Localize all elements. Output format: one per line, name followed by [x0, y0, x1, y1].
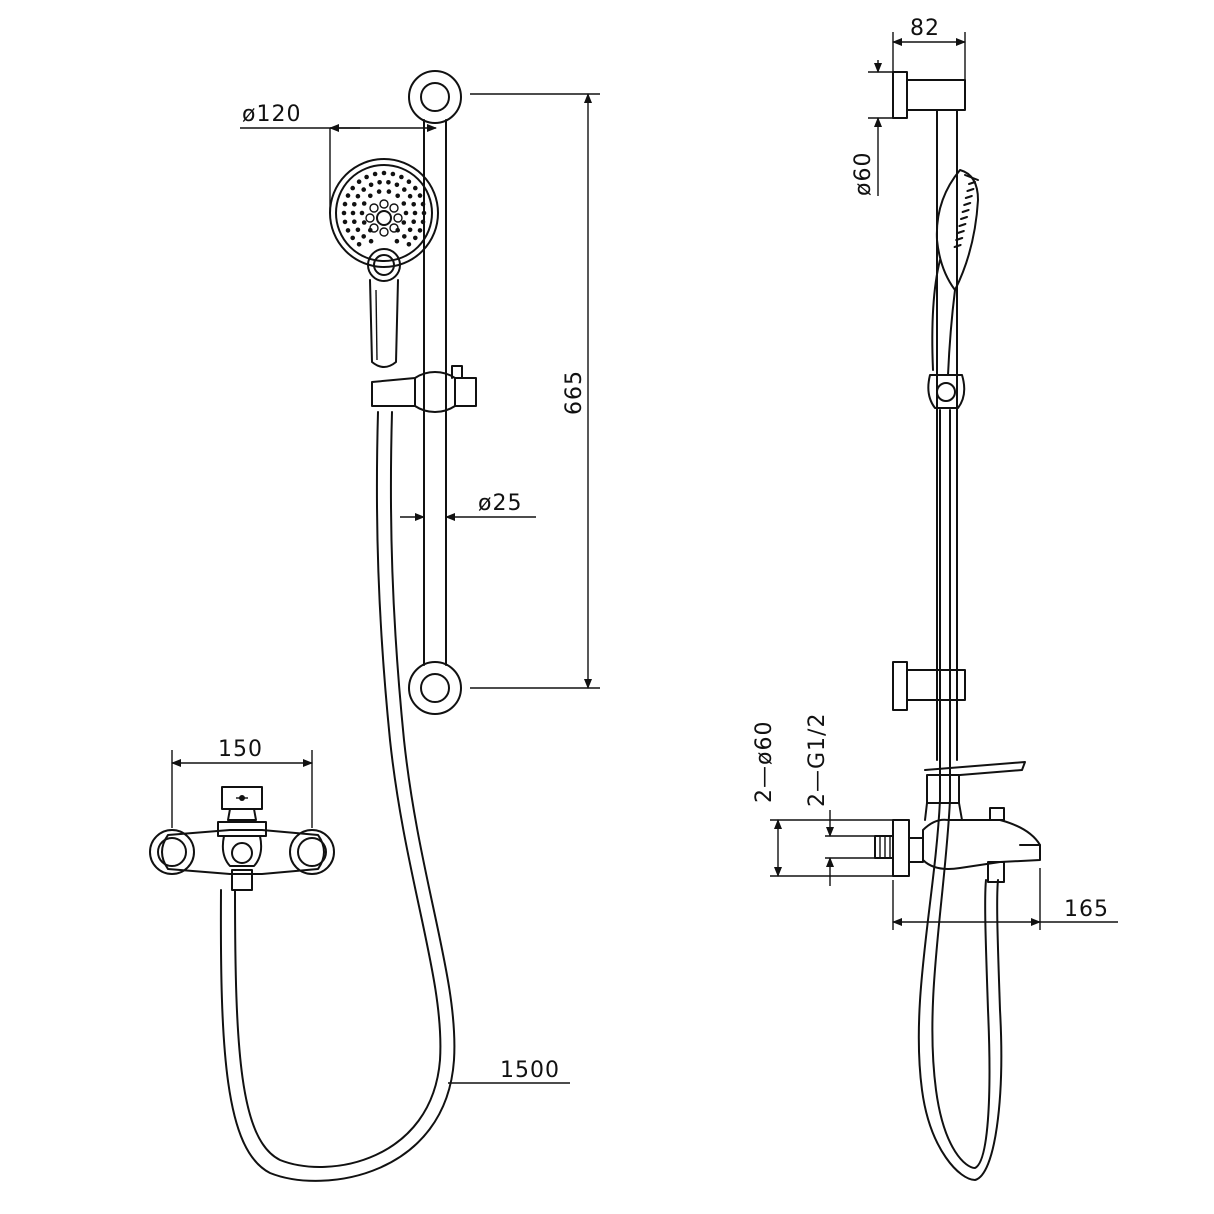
nozzle-dot: [350, 210, 356, 216]
slide-rail: [408, 70, 462, 715]
side-nozzle-mark: [958, 223, 967, 227]
rail-diameter-label: ø25: [478, 491, 522, 516]
hose-length-label: 1500: [500, 1058, 560, 1083]
nozzle-dot: [413, 185, 418, 191]
shower-holder: [371, 365, 477, 413]
side-nozzle-mark: [961, 209, 970, 213]
nozzle-dot: [411, 202, 417, 207]
bath-mixer-side: [874, 761, 1041, 883]
front-view: ø120 665 ø25 150 1500: [149, 70, 600, 1182]
nozzle-dot: [390, 171, 396, 177]
shower-handle: [369, 279, 399, 368]
nozzle-dot: [417, 228, 423, 233]
nozzle-dot: [361, 220, 367, 225]
side-nozzle-mark: [964, 195, 973, 199]
nozzle-dot: [381, 170, 387, 176]
nozzle-dot: [394, 238, 400, 244]
nozzle-dot: [372, 171, 378, 177]
front-dimensions: [171, 93, 600, 1084]
nozzle-dot: [377, 180, 382, 185]
side-nozzle-mark: [953, 244, 962, 248]
side-nozzle-row: [953, 181, 976, 248]
nozzle-dot: [376, 189, 382, 194]
nozzle-dot: [345, 228, 351, 233]
nozzle-dot: [420, 219, 426, 225]
side-nozzle-mark: [968, 181, 976, 185]
side-nozzle-mark: [966, 188, 975, 192]
nozzle-dot: [420, 201, 426, 207]
nozzle-dot: [412, 210, 418, 216]
nozzle-dot: [407, 193, 413, 199]
nozzle-dot: [359, 210, 365, 216]
nozzle-dot: [407, 227, 413, 233]
nozzle-dot: [417, 193, 423, 198]
nozzle-dot: [368, 182, 374, 188]
side-projection-label: 82: [910, 16, 940, 41]
nozzle-dot: [352, 202, 357, 207]
nozzle-dot: [341, 210, 347, 216]
bath-mixer-front: [149, 786, 335, 891]
side-shower-head: [927, 169, 979, 409]
side-nozzle-mark: [955, 237, 964, 241]
side-rail: [892, 71, 966, 761]
nozzle-dot: [355, 227, 361, 233]
head-diameter-label: ø120: [242, 102, 301, 127]
nozzle-dot: [356, 179, 362, 184]
bracket-diameter-label: ø60: [851, 152, 876, 196]
nozzle-dot: [403, 210, 409, 216]
nozzle-dot: [368, 193, 373, 199]
shower-head: [329, 158, 439, 282]
thread-size-label: 2—G1/2: [805, 713, 830, 807]
nozzle-dot: [350, 235, 356, 241]
nozzle-dot: [386, 189, 392, 194]
flange-diameter-label: 2—ø60: [752, 721, 777, 803]
nozzle-dot: [402, 187, 407, 192]
nozzle-dot: [386, 180, 391, 185]
shower-hose: [219, 411, 456, 1182]
nozzle-dot: [406, 179, 412, 184]
side-nozzle-mark: [960, 216, 968, 220]
mixer-width-label: 150: [218, 737, 263, 762]
nozzle-dot: [413, 235, 418, 241]
side-nozzle-mark: [956, 230, 965, 234]
nozzle-dot: [350, 185, 356, 191]
rail-length-label: 665: [562, 370, 587, 415]
nozzle-dot: [368, 238, 374, 244]
nozzle-dot: [361, 234, 367, 239]
nozzle-dot: [342, 201, 348, 207]
spout-reach-label: 165: [1064, 897, 1109, 922]
nozzle-dot: [342, 219, 348, 225]
nozzle-dot: [352, 219, 357, 224]
nozzle-dot: [399, 174, 404, 180]
nozzle-dot: [394, 182, 400, 188]
nozzle-dot: [361, 187, 367, 192]
nozzle-dot: [355, 193, 361, 199]
nozzle-dot: [395, 193, 401, 199]
nozzle-dot: [421, 210, 427, 216]
side-dimensions: [770, 32, 1118, 930]
side-nozzle-mark: [963, 202, 972, 206]
nozzle-dot: [411, 219, 417, 224]
nozzle-dot: [406, 242, 412, 247]
nozzle-dot: [356, 242, 362, 247]
side-view: 82 ø60 2—ø60 2—G1/2 165: [752, 16, 1118, 1181]
nozzle-dot: [401, 220, 407, 225]
nozzle-dot: [364, 174, 369, 180]
side-hose: [917, 409, 1003, 1181]
nozzle-dot: [401, 201, 407, 206]
nozzle-dot: [345, 193, 351, 198]
nozzle-dot: [402, 234, 407, 239]
nozzle-dot: [361, 201, 367, 206]
